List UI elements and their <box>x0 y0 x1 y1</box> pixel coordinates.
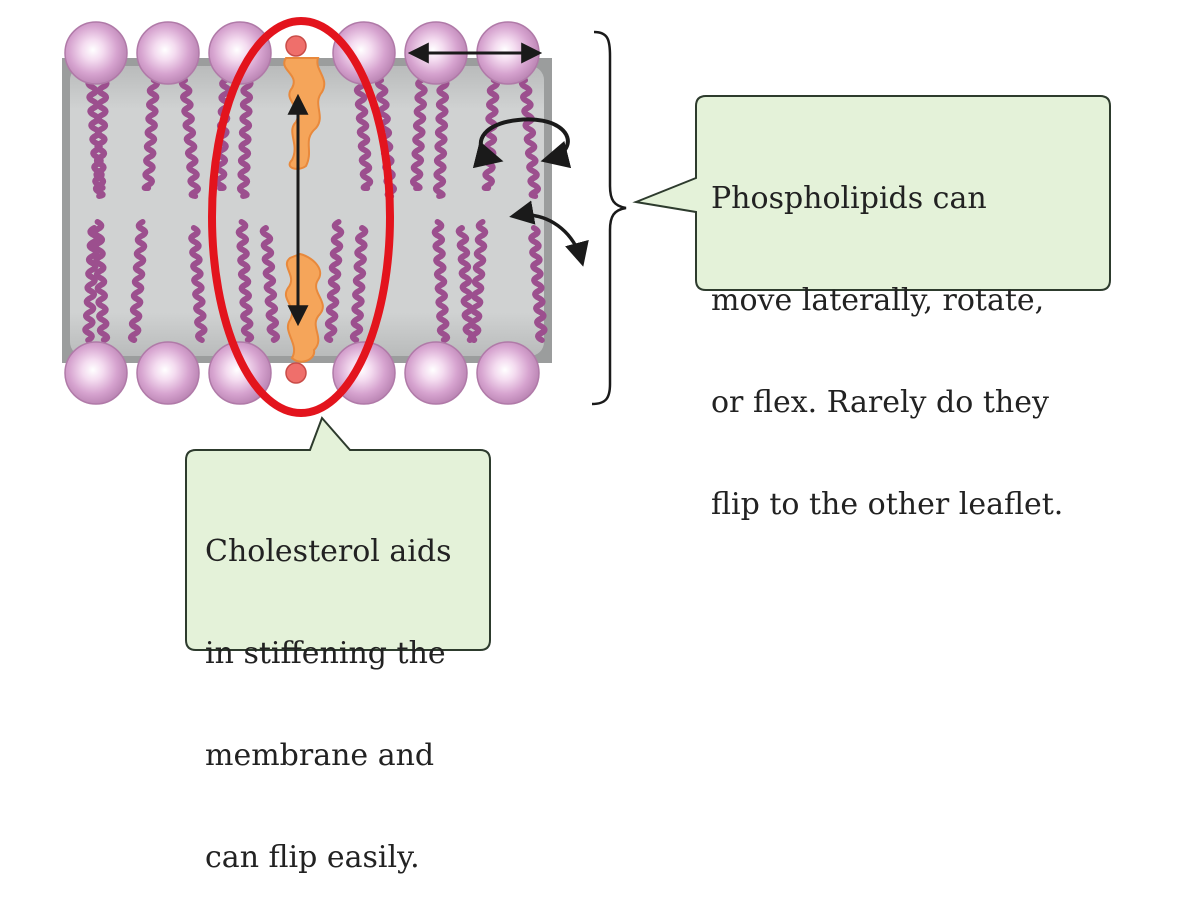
lipid-tail <box>481 77 501 192</box>
phospholipid-head <box>136 341 200 405</box>
lipid-tail <box>349 225 369 343</box>
phospholipid-callout-text: Phospholipids can move laterally, rotate… <box>711 114 1063 556</box>
phospholipid-head <box>64 21 128 85</box>
lipid-tail <box>323 219 345 343</box>
callout-line: in stiffening the <box>205 636 446 671</box>
lipid-tail <box>91 219 111 343</box>
callout-line: membrane and <box>205 738 435 773</box>
cholesterol-lower <box>285 252 324 384</box>
callout-line: Cholesterol aids <box>205 534 452 569</box>
lipid-tail <box>82 225 100 343</box>
phospholipid-head <box>404 341 468 405</box>
lipid-tail <box>432 77 450 199</box>
phospholipid-head <box>208 21 272 85</box>
lipid-tail <box>431 219 451 343</box>
phospholipid-callout <box>632 95 1111 291</box>
callout-line: move laterally, rotate, <box>711 283 1045 318</box>
lipid-tail <box>353 77 374 192</box>
lipid-tail <box>259 225 280 343</box>
lipid-tail <box>188 225 208 343</box>
lipid-tail <box>178 77 201 199</box>
lipid-tail <box>410 77 428 192</box>
lipid-tail <box>467 219 489 343</box>
cholesterol-callout <box>185 416 491 651</box>
callout-line: flip to the other leaflet. <box>711 487 1064 522</box>
callout-line: Phospholipids can <box>711 181 987 216</box>
callout-line: or flex. Rarely do they <box>711 385 1049 420</box>
membrane-diagram <box>62 17 1111 651</box>
lipid-tails <box>82 77 548 343</box>
lipid-tail <box>236 77 254 199</box>
lipid-tail <box>127 219 149 343</box>
phospholipid-head <box>64 341 128 405</box>
rotate-arrow-icon <box>472 117 572 169</box>
cholesterol-callout-text: Cholesterol aids in stiffening the membr… <box>205 467 452 909</box>
lipid-tail <box>235 219 255 343</box>
phospholipid-head <box>136 21 200 85</box>
bracket-icon <box>591 30 627 406</box>
flex-arrow-icon <box>509 200 589 267</box>
lipid-tail <box>518 77 541 199</box>
phospholipid-head <box>476 341 540 405</box>
lipid-tail <box>141 77 161 192</box>
callout-line: can flip easily. <box>205 840 420 875</box>
lipid-tail <box>92 77 110 199</box>
cholesterol-highlight-ring <box>208 17 394 417</box>
